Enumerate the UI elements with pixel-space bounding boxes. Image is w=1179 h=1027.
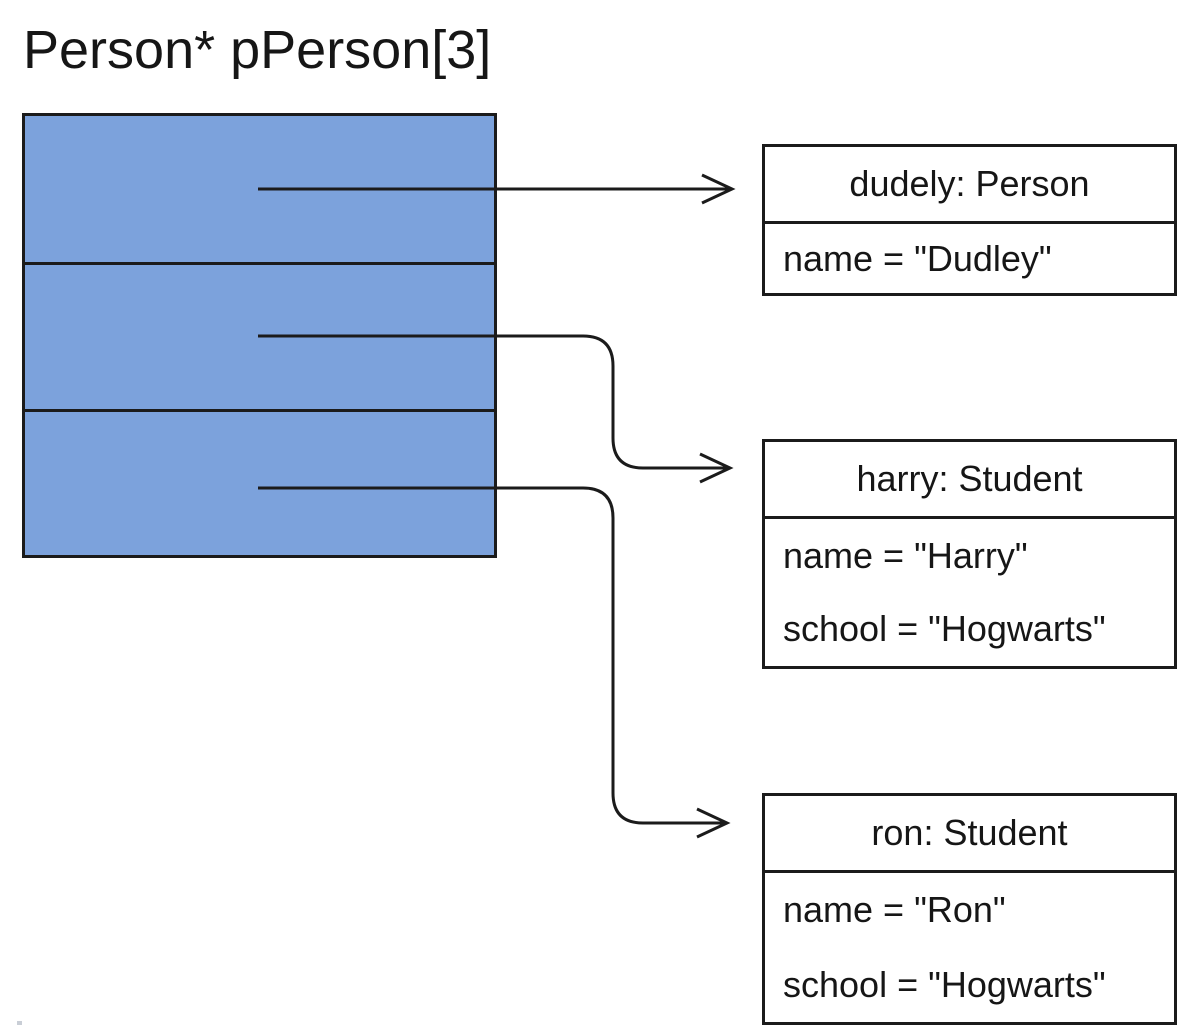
array-cell-1	[25, 262, 494, 408]
object-header-ron: ron: Student	[765, 796, 1174, 873]
object-header-dudely: dudely: Person	[765, 147, 1174, 224]
object-field-name: name = "Ron"	[783, 889, 1006, 931]
object-box-ron: ron: Student name = "Ron" school = "Hogw…	[762, 793, 1177, 1025]
array-cell-2	[25, 408, 494, 555]
object-box-dudely: dudely: Person name = "Dudley"	[762, 144, 1177, 296]
object-field-name: name = "Harry"	[783, 534, 1028, 576]
pointer-array	[22, 113, 497, 558]
object-header-harry: harry: Student	[765, 442, 1174, 519]
image-artifact-speck	[17, 1021, 22, 1025]
object-body-ron: name = "Ron" school = "Hogwarts"	[765, 873, 1174, 1022]
object-box-harry: harry: Student name = "Harry" school = "…	[762, 439, 1177, 669]
page-title: Person* pPerson[3]	[23, 20, 492, 80]
object-body-harry: name = "Harry" school = "Hogwarts"	[765, 519, 1174, 666]
object-field-school: school = "Hogwarts"	[783, 963, 1106, 1005]
object-body-dudely: name = "Dudley"	[765, 224, 1174, 293]
object-field-name: name = "Dudley"	[783, 237, 1052, 279]
object-field-school: school = "Hogwarts"	[783, 608, 1106, 650]
array-cell-0	[25, 116, 494, 262]
